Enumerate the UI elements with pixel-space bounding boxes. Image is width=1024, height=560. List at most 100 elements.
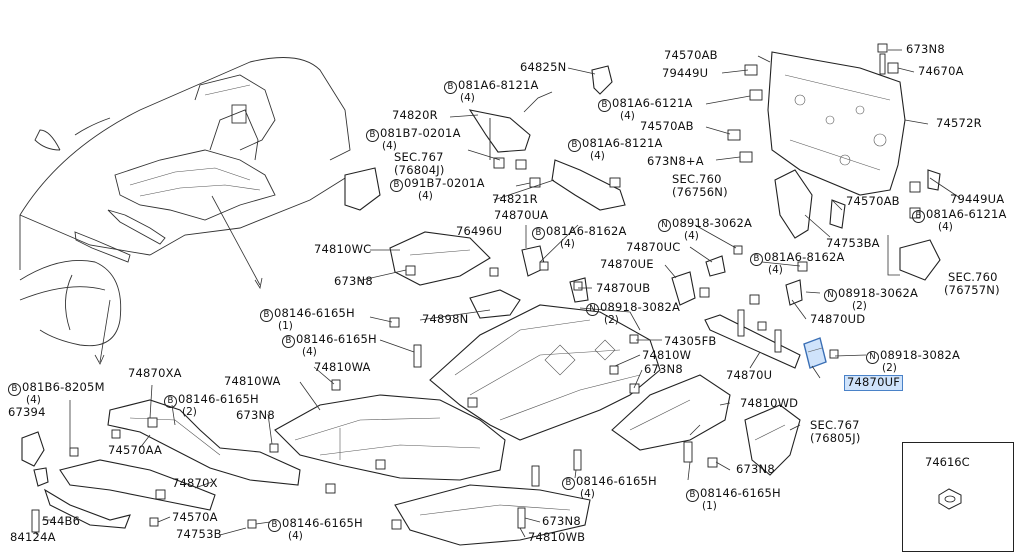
fastener-set [331,261,718,530]
label-673N8A[interactable]: 673N8+A [647,154,704,168]
label-sec760-76756N[interactable]: SEC.760 [672,172,722,186]
label-74870UA[interactable]: 74870UA [494,208,549,222]
label-74810W[interactable]: 74810W [642,348,692,362]
label-64825N[interactable]: 64825N [520,60,567,74]
crossmember-74870U [704,309,801,369]
floor-cover-74810W [429,304,661,441]
label-84124A[interactable]: 84124A [10,530,56,544]
label-673N8[interactable]: 673N8 [906,42,945,56]
qty-08918-3082A: (2) [604,314,619,326]
label-sec767-76804J[interactable]: SEC.767 [394,150,444,164]
bracket-74870UF [803,337,839,369]
qty-081B7-0201A: (4) [382,140,397,152]
bracket-67394 [21,431,49,487]
label-74753B[interactable]: 74753B [176,527,222,541]
label-sec767-76805J[interactable]: SEC.767 [810,418,860,432]
label-74570AB-3[interactable]: 74570AB [846,194,900,208]
label-673N8-2[interactable]: 673N8 [334,274,373,288]
label-sec760-76756N-ref: (76756N) [672,185,728,199]
label-74870X[interactable]: 74870X [172,476,218,490]
label-74810WC[interactable]: 74810WC [314,242,372,256]
qty-08918-3062A-2: (2) [852,300,867,312]
bolt-badge-icon: B [444,81,457,94]
label-76496U[interactable]: 76496U [456,224,503,238]
undercover-74810WB [394,484,591,546]
bolt-badge-icon: B [686,489,699,502]
label-74870UD[interactable]: 74870UD [810,312,866,326]
qty-081A6-6121A-2: (4) [938,221,953,233]
qty-081A6-6121A: (4) [620,110,635,122]
bolt-badge-icon: B [390,179,403,192]
undercover-74810WD [611,374,731,451]
label-673N8-6[interactable]: 673N8 [542,514,581,528]
label-74810WA[interactable]: 74810WA [314,360,371,374]
label-74870UC[interactable]: 74870UC [626,240,681,254]
label-74810WA-2[interactable]: 74810WA [224,374,281,388]
qty-08146-6165H-2: (4) [302,346,317,358]
bracket-74821R [529,159,626,211]
qty-081A6-8162A-2: (4) [768,264,783,276]
label-74570AB[interactable]: 74570AB [664,48,718,62]
label-74821R[interactable]: 74821R [492,192,538,206]
label-79449U[interactable]: 79449U [662,66,709,80]
label-544B6[interactable]: 544B6 [42,514,81,528]
sec760-bracket-lower [887,235,941,281]
label-74870XA[interactable]: 74870XA [128,366,182,380]
label-673N8-4[interactable]: 673N8 [236,408,275,422]
label-74305FB[interactable]: 74305FB [664,334,717,348]
label-74570AA[interactable]: 74570AA [108,443,163,457]
label-sec767-76805J-ref: (76805J) [810,431,861,445]
label-74616C[interactable]: 74616C [925,455,970,469]
label-74572R[interactable]: 74572R [936,116,982,130]
label-79449UA[interactable]: 79449UA [950,192,1005,206]
label-74810WD[interactable]: 74810WD [740,396,799,410]
label-74570AB-2[interactable]: 74570AB [640,119,694,133]
bracket-74820R [468,109,531,170]
qty-08146-6165H: (1) [278,320,293,332]
label-sec760-76757N[interactable]: SEC.760 [948,270,998,284]
clip-nut-icon [938,488,962,510]
qty-08146-6165H-3: (2) [182,406,197,418]
label-74898N[interactable]: 74898N [422,312,469,326]
bolt-badge-icon: B [8,383,21,396]
label-74570A[interactable]: 74570A [172,510,218,524]
label-74870U[interactable]: 74870U [726,368,773,382]
label-74870UE[interactable]: 74870UE [600,257,654,271]
bracket-74870UE [671,245,808,331]
sec760-bracket-upper [774,169,846,239]
undercover-74810WA [269,394,506,494]
label-74870UB[interactable]: 74870UB [596,281,651,295]
label-67394[interactable]: 67394 [8,405,46,419]
label-673N8-5[interactable]: 673N8 [736,462,775,476]
label-74670A[interactable]: 74670A [918,64,964,78]
qty-081A6-8121A: (4) [460,92,475,104]
sec767-bracket-upper [344,167,381,211]
label-74870UF-highlighted[interactable]: 74870UF [844,375,904,391]
label-673N8-3[interactable]: 673N8 [644,362,683,376]
label-sec760-76757N-ref: (76757N) [944,283,1000,297]
label-74820R[interactable]: 74820R [392,108,438,122]
label-74810WB[interactable]: 74810WB [528,530,586,544]
label-74753BA[interactable]: 74753BA [826,236,880,250]
label-sec767-76804J-ref: (76804J) [394,163,445,177]
